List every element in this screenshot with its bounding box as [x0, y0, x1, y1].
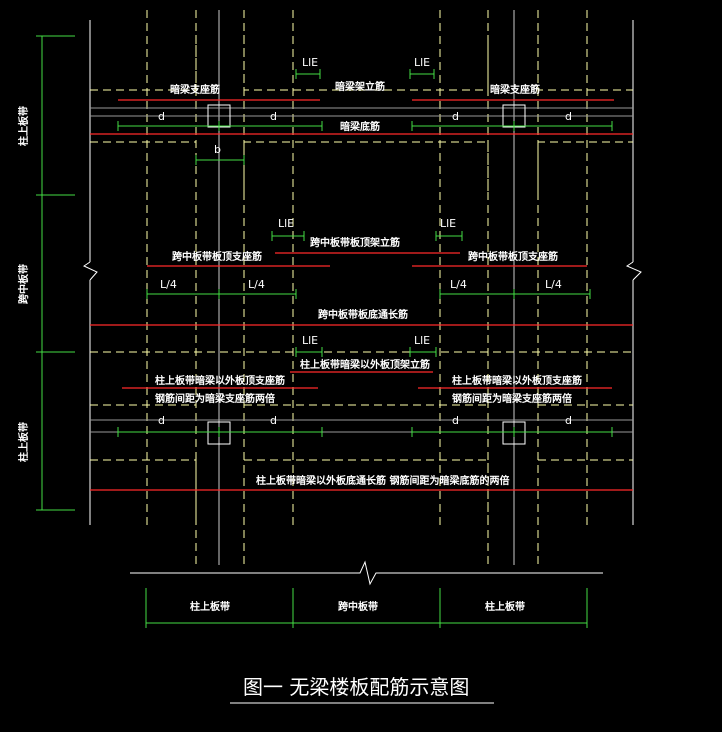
dimension-lines	[36, 35, 613, 628]
bottom-col-strip-label: 柱上板带	[190, 600, 230, 613]
d-label: d	[565, 110, 572, 123]
mid-strip-top-support-label: 跨中板带板顶支座筋	[172, 250, 262, 263]
col-strip-top-cont-label: 柱上板带暗梁以外板顶架立筋	[300, 358, 430, 371]
mid-strip-bottom-label: 跨中板带板底通长筋	[318, 308, 408, 321]
d-label: d	[270, 110, 277, 123]
rebar-lines	[90, 99, 633, 491]
column-center-lines	[218, 10, 515, 565]
hidden-beam-bottom-label: 暗梁底筋	[340, 120, 380, 133]
le-label: LlE	[278, 217, 294, 230]
mid-strip-top-support-label: 跨中板带板顶支座筋	[468, 250, 558, 263]
bottom-col-strip-label: 柱上板带	[485, 600, 525, 613]
col-strip-bottom-label: 柱上板带暗梁以外板底通长筋 钢筋间距为暗梁底筋的两倍	[256, 474, 509, 487]
col-strip-top-support-spacing-label: 钢筋间距为暗梁支座筋两倍	[155, 392, 275, 405]
d-label: d	[452, 110, 459, 123]
left-mid-strip-label: 跨中板带	[17, 264, 30, 304]
d-label: d	[452, 414, 459, 427]
outer-boundary	[82, 20, 642, 525]
col-strip-top-support-label: 柱上板带暗梁以外板顶支座筋	[155, 374, 285, 387]
bottom-mid-strip-label: 跨中板带	[338, 600, 378, 613]
diagram-labels: LlE LlE 暗梁支座筋 暗梁架立筋 暗梁支座筋 d d d d 暗梁底筋 b…	[17, 56, 582, 699]
mid-strip-top-cont-label: 跨中板带板顶架立筋	[310, 236, 400, 249]
dashed-horizontal-lines	[90, 35, 633, 525]
left-col-strip-label: 柱上板带	[17, 422, 30, 462]
hidden-beam-support-label: 暗梁支座筋	[170, 83, 220, 96]
d-label: d	[158, 414, 165, 427]
quarter-span-label: L/4	[450, 278, 467, 291]
le-label: LlE	[302, 56, 318, 69]
le-label: LlE	[440, 217, 456, 230]
diagram-title: 图一 无梁楼板配筋示意图	[243, 675, 469, 699]
d-label: d	[565, 414, 572, 427]
hidden-beam-support-label: 暗梁支座筋	[490, 83, 540, 96]
d-label: d	[158, 110, 165, 123]
col-strip-top-support-spacing-label: 钢筋间距为暗梁支座筋两倍	[452, 392, 572, 405]
col-strip-top-support-label: 柱上板带暗梁以外板顶支座筋	[452, 374, 582, 387]
quarter-span-label: L/4	[545, 278, 562, 291]
le-label: LlE	[414, 56, 430, 69]
quarter-span-label: L/4	[248, 278, 265, 291]
le-label: LlE	[414, 334, 430, 347]
quarter-span-label: L/4	[160, 278, 177, 291]
bottom-break-line	[130, 560, 603, 586]
le-label: LlE	[302, 334, 318, 347]
hidden-beam-cont-label: 暗梁架立筋	[335, 80, 385, 93]
b-label: b	[214, 143, 221, 156]
left-col-strip-label: 柱上板带	[17, 106, 30, 146]
d-label: d	[270, 414, 277, 427]
